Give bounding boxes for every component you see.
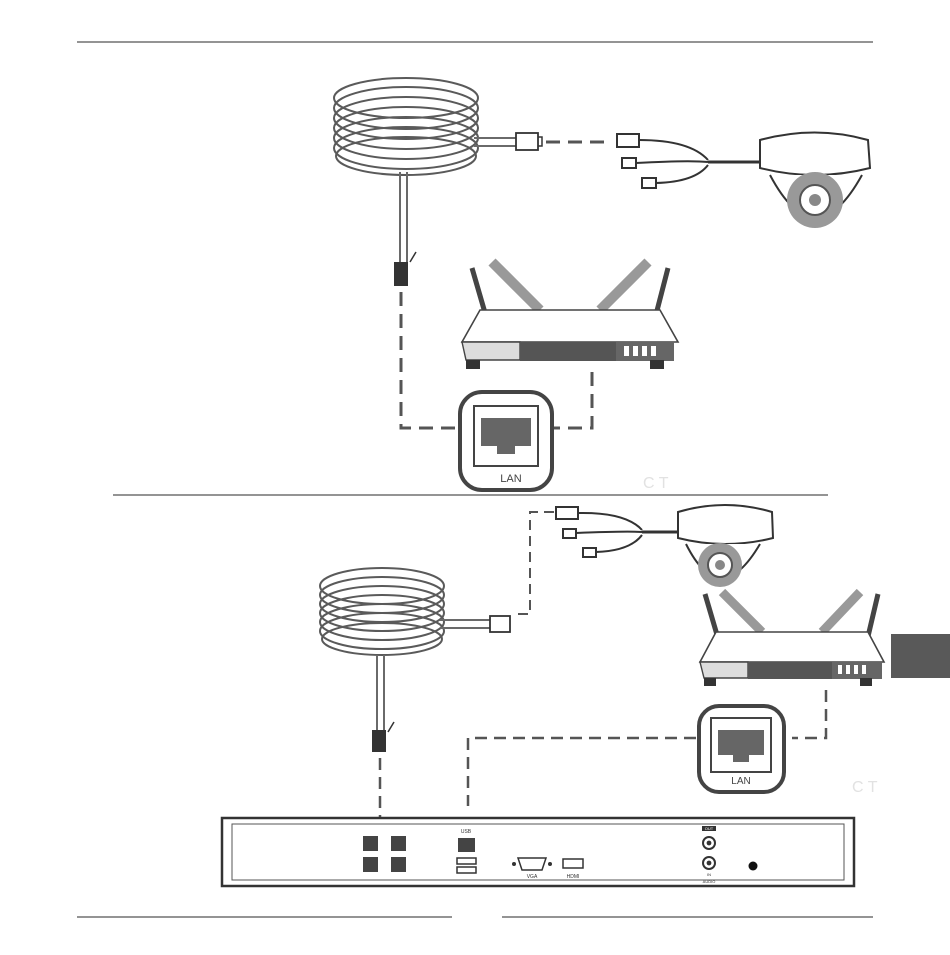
- rj45-plug-icon: [490, 616, 510, 632]
- connection-line: [468, 738, 696, 806]
- cable-coil-icon: [320, 568, 444, 655]
- lan-label: LAN: [731, 776, 750, 787]
- connection-line: [552, 372, 592, 428]
- usb-port-icon: [457, 858, 476, 864]
- audio-label: AUDIO: [703, 879, 716, 884]
- bottom-diagram: LAN C T USB VGA HDMI: [222, 505, 884, 886]
- lan-label: LAN: [500, 473, 521, 485]
- power-jack-icon: [749, 862, 758, 871]
- connection-line: [401, 292, 460, 428]
- rj45-plug-icon: [394, 262, 408, 286]
- cable-coil-icon: [334, 78, 478, 175]
- top-diagram: LAN C T: [334, 78, 870, 492]
- audio-out-label: OUT: [705, 826, 714, 831]
- rj45-plug-icon: [372, 730, 386, 752]
- connection-line: [518, 512, 556, 614]
- camera-pigtail-icon: [556, 507, 680, 557]
- watermark-text: C T: [852, 779, 878, 796]
- hdmi-port-icon: [563, 859, 583, 868]
- usb-label: USB: [461, 829, 472, 835]
- watermark-text: C T: [643, 475, 669, 492]
- cable-tails: [377, 620, 490, 730]
- dome-camera-icon: [678, 505, 773, 587]
- connection-line: [792, 690, 826, 738]
- usb-port-icon: [457, 867, 476, 873]
- side-tab: [891, 634, 950, 678]
- dome-camera-icon: [760, 133, 870, 229]
- hdmi-label: HDMI: [567, 874, 580, 880]
- nvr-back-panel: USB VGA HDMI OUT IN AUDIO: [222, 818, 854, 886]
- audio-in-label: IN: [707, 872, 711, 877]
- nvr-lan-port-icon: [458, 838, 475, 852]
- router-icon: [700, 592, 884, 686]
- vga-label: VGA: [527, 874, 538, 880]
- vga-port-icon: [518, 858, 546, 870]
- camera-pigtail-icon: [617, 134, 760, 188]
- rj45-plug-icon: [516, 133, 538, 150]
- cable-tails: [400, 138, 516, 262]
- router-icon: [462, 262, 678, 369]
